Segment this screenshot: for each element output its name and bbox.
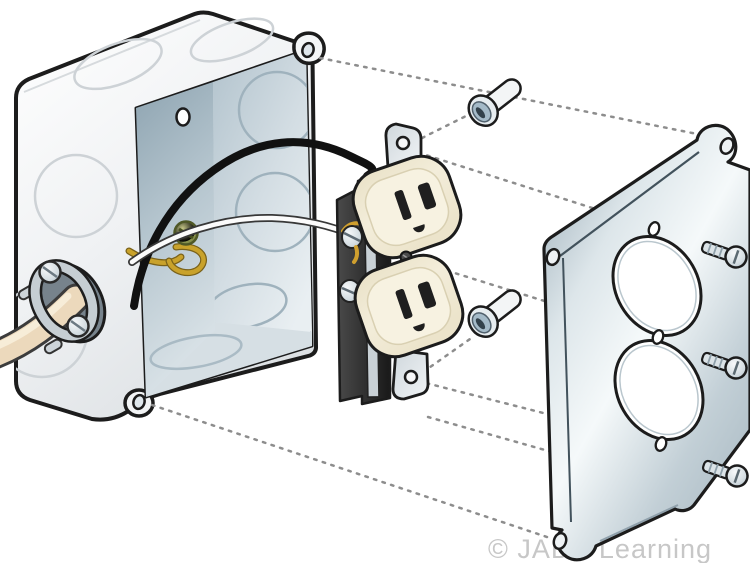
cable-clamp-assembly — [0, 259, 107, 369]
outlet-ground-hole-upper — [413, 224, 425, 233]
box-interior-back-wall — [213, 50, 312, 332]
box-knockouts-top — [73, 17, 275, 91]
box-mounting-ear-top — [292, 31, 326, 65]
plate-top-fold — [559, 151, 700, 257]
box-mounting-ear-bottom — [123, 388, 155, 418]
screw-slot — [475, 107, 486, 119]
plate-screw-hole-bottom — [654, 436, 668, 452]
cover-plate-screw-bottom — [701, 459, 749, 488]
conductor-wires — [128, 138, 377, 310]
plate-screw-hole-top — [647, 221, 661, 237]
strap-hole-bottom — [403, 369, 419, 385]
square-cover-plate — [542, 123, 750, 562]
strap-hole-top — [395, 135, 411, 151]
align-line-top-ear-to-plate — [318, 56, 724, 141]
outlet-slot-narrow-lower — [395, 289, 413, 319]
white-neutral-wire — [128, 213, 356, 266]
align-line-bottom-ear-to-plate — [150, 403, 552, 540]
box-ear-hole-top — [301, 41, 315, 59]
receptacle-mounting-screw-bottom — [467, 289, 522, 338]
box-interior-bottom-knockout — [149, 333, 243, 371]
plate-bottom-fold — [599, 504, 679, 542]
outlet-ground-hole-lower — [413, 323, 425, 332]
box-back-hole — [175, 107, 191, 127]
screw-slot — [732, 360, 740, 376]
screw-slot — [733, 468, 741, 484]
plate-opening-upper — [611, 235, 703, 337]
cover-plate-screw-middle — [700, 351, 748, 380]
outlet-slot-narrow-upper — [394, 190, 412, 220]
cable-clamp-strap — [28, 259, 100, 343]
black-hot-wire — [130, 138, 377, 310]
plate-left-fold — [562, 257, 572, 523]
ground-pigtail-wire — [125, 243, 207, 277]
cover-plate-openings — [611, 235, 705, 441]
duplex-receptacle — [335, 122, 465, 406]
plate-corner-hole-top-right — [719, 137, 735, 155]
wire-hook-gold-tail — [352, 245, 360, 264]
plate-screw-hole-middle — [651, 329, 665, 345]
receptacle-mounting-screw-top — [467, 78, 522, 127]
box-top-edge — [23, 19, 201, 93]
outlet-face-upper — [351, 154, 463, 260]
outlet-slot-wide-upper — [417, 182, 437, 210]
mounting-strap-bottom — [391, 348, 430, 401]
plate-opening-lower — [613, 339, 705, 441]
nm-cable-highlight — [0, 292, 72, 349]
outlet-slot-wide-lower — [417, 281, 437, 309]
screw-slot — [475, 318, 486, 330]
box-ear-hole-bottom — [132, 393, 146, 411]
outlet-face-lower — [353, 253, 465, 359]
screw-slot — [732, 249, 740, 265]
nm-cable-sheath — [0, 286, 88, 366]
align-line-lower-aux — [426, 415, 554, 454]
plate-corner-hole-bottom-left — [552, 531, 568, 551]
box-interior-bottom — [146, 322, 312, 397]
cover-plate-screw-top — [700, 240, 748, 269]
plate-corner-hole-top-left — [545, 247, 561, 267]
